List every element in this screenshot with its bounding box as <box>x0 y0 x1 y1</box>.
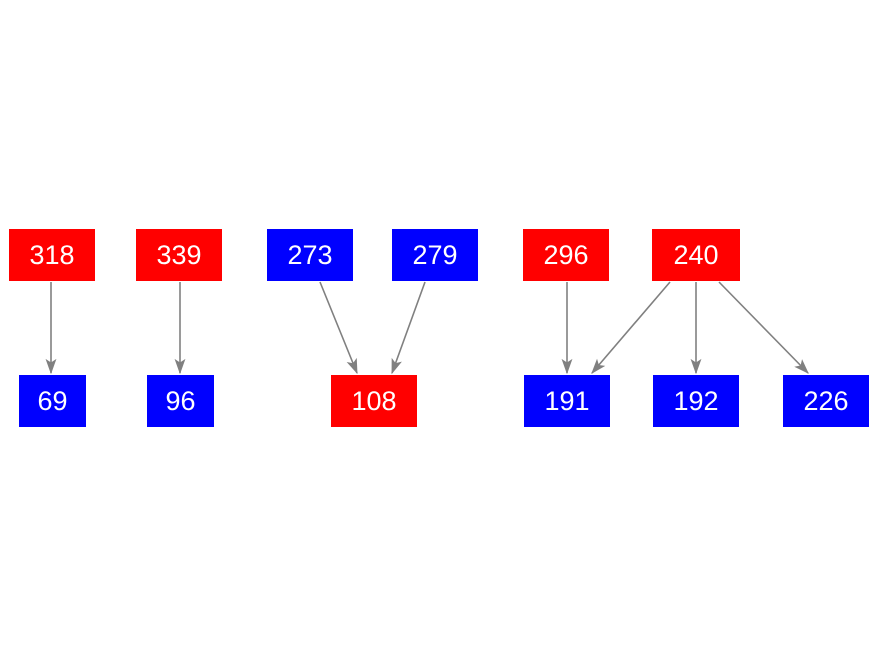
node-label: 192 <box>673 385 719 416</box>
node-279[interactable]: 279 <box>392 229 478 281</box>
node-label: 69 <box>37 385 68 416</box>
node-label: 339 <box>156 239 202 270</box>
node-339[interactable]: 339 <box>136 229 222 281</box>
edge-n240-to-n191 <box>591 281 671 374</box>
node-label: 318 <box>29 239 75 270</box>
node-label: 96 <box>165 385 196 416</box>
node-318[interactable]: 318 <box>9 229 95 281</box>
node-label: 226 <box>803 385 849 416</box>
node-240[interactable]: 240 <box>652 229 740 281</box>
node-label: 108 <box>351 385 397 416</box>
node-label: 296 <box>543 239 589 270</box>
node-label: 273 <box>287 239 333 270</box>
node-label: 191 <box>544 385 590 416</box>
node-191[interactable]: 191 <box>524 375 610 427</box>
node-226[interactable]: 226 <box>783 375 869 427</box>
node-273[interactable]: 273 <box>267 229 353 281</box>
edge-n240-to-n226 <box>718 281 809 374</box>
node-label: 279 <box>412 239 458 270</box>
node-108[interactable]: 108 <box>331 375 417 427</box>
node-96[interactable]: 96 <box>147 375 214 427</box>
node-label: 240 <box>673 239 719 270</box>
node-296[interactable]: 296 <box>523 229 609 281</box>
edge-n273-to-n108 <box>319 281 358 375</box>
node-69[interactable]: 69 <box>19 375 86 427</box>
edge-n279-to-n108 <box>391 281 426 375</box>
edges-group <box>45 281 809 375</box>
node-192[interactable]: 192 <box>653 375 739 427</box>
